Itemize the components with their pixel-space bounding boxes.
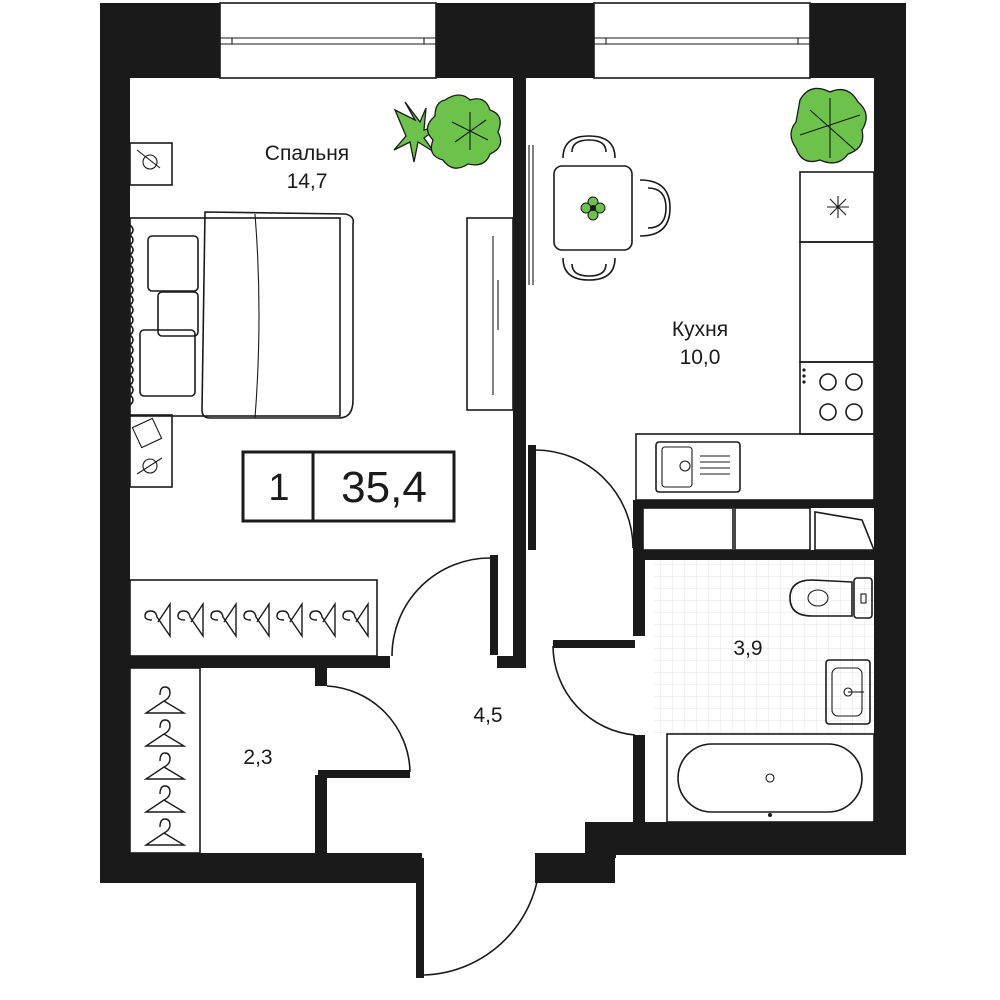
fridge-icon [827,196,849,218]
wardrobe-area: 2,3 [243,746,272,769]
kitchen-area: 10,0 [680,346,721,369]
door-wardrobe [318,685,411,778]
flower-icon [580,196,606,221]
nightstand-bottom [129,414,173,488]
dining-table [553,135,671,281]
kitchen: Кухня 10,0 [528,87,875,501]
bed [128,211,355,419]
window-bedroom [219,2,437,79]
bathroom-area: 3,9 [733,637,762,660]
washbasin-icon [825,659,871,725]
bedroom-name: Спальня [265,142,349,165]
nightstand-top [129,142,173,186]
bedroom-closet [129,579,378,657]
door-kitchen [528,445,634,550]
bathroom: 3,9 [642,507,876,823]
total-area: 35,4 [341,463,427,512]
window-kitchen [593,2,811,79]
dresser [466,217,514,411]
sink-icon [655,441,741,493]
wardrobe: 2,3 [129,667,273,854]
kitchen-name: Кухня [672,318,728,341]
hallway: 4,5 [473,704,502,727]
toilet-icon [789,577,873,619]
outer-walls [100,3,906,883]
door-bathroom [552,640,636,736]
stove-icon [802,368,863,421]
rooms-count: 1 [268,467,289,509]
bedroom: Спальня 14,7 [128,94,514,657]
area-badge: 1 35,4 [241,450,456,523]
bedroom-area: 14,7 [287,170,328,193]
interior-walls [100,75,874,883]
kitchen-counter [635,171,875,501]
plant-icon [393,94,502,169]
door-bedroom [391,555,498,657]
plant-icon [790,87,867,164]
door-entrance [416,857,541,978]
bathtub-icon [666,733,875,823]
hallway-area: 4,5 [473,704,502,727]
